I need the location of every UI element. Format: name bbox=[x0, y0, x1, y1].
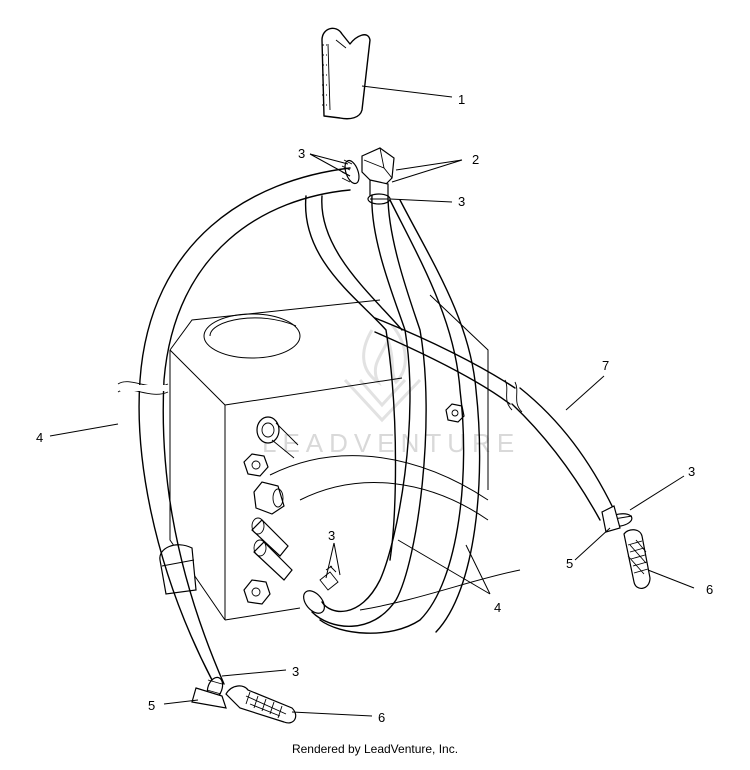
callout-3-top-left: 3 bbox=[298, 146, 305, 161]
callout-6-right: 6 bbox=[706, 582, 713, 597]
callout-3-right: 3 bbox=[688, 464, 695, 479]
elbow-fitting-part bbox=[361, 147, 395, 199]
callout-6-bottom: 6 bbox=[378, 710, 385, 725]
callout-1: 1 bbox=[458, 92, 465, 107]
clamp-middle bbox=[303, 565, 339, 614]
hose-center-u bbox=[311, 194, 427, 627]
callout-3-top-right: 3 bbox=[458, 194, 465, 209]
callout-3-middle: 3 bbox=[328, 528, 335, 543]
fitting-nut-2 bbox=[243, 579, 271, 605]
hose-right-long bbox=[319, 199, 481, 634]
fitting-upper bbox=[256, 416, 299, 459]
callout-7: 7 bbox=[602, 358, 609, 373]
fitting-cap-left bbox=[159, 544, 197, 595]
leader-lines bbox=[49, 85, 695, 717]
callout-5-right: 5 bbox=[566, 556, 573, 571]
callout-5-left: 5 bbox=[148, 698, 155, 713]
callout-3-bottom: 3 bbox=[292, 664, 299, 679]
callout-2: 2 bbox=[472, 152, 479, 167]
watermark-logo-icon bbox=[343, 324, 422, 423]
clamp-top-right bbox=[367, 193, 391, 205]
fitting-nut-1 bbox=[243, 453, 269, 477]
callout-4-left: 4 bbox=[36, 430, 43, 445]
footer-credit: Rendered by LeadVenture, Inc. bbox=[291, 742, 459, 756]
clamp-top-left bbox=[341, 159, 360, 185]
tank-fittings bbox=[159, 403, 465, 605]
fitting-nozzle-1 bbox=[253, 481, 285, 515]
filter-right bbox=[601, 505, 651, 589]
hose-vent bbox=[374, 317, 616, 521]
callout-4-center: 4 bbox=[494, 600, 501, 615]
callout-labels: 1 2 3 3 3 3 3 4 4 5 5 6 6 7 bbox=[36, 92, 713, 725]
hose-long-left bbox=[117, 167, 351, 685]
filter-bottom-left bbox=[191, 685, 297, 724]
watermark-text: LEADVENTURE bbox=[262, 428, 520, 458]
fitting-nozzle-3 bbox=[253, 539, 293, 581]
watermark: LEADVENTURE bbox=[262, 324, 520, 458]
fitting-nozzle-2 bbox=[251, 517, 289, 557]
hose-center-left bbox=[304, 195, 403, 561]
clip-part bbox=[321, 27, 371, 120]
fitting-right bbox=[445, 403, 465, 423]
